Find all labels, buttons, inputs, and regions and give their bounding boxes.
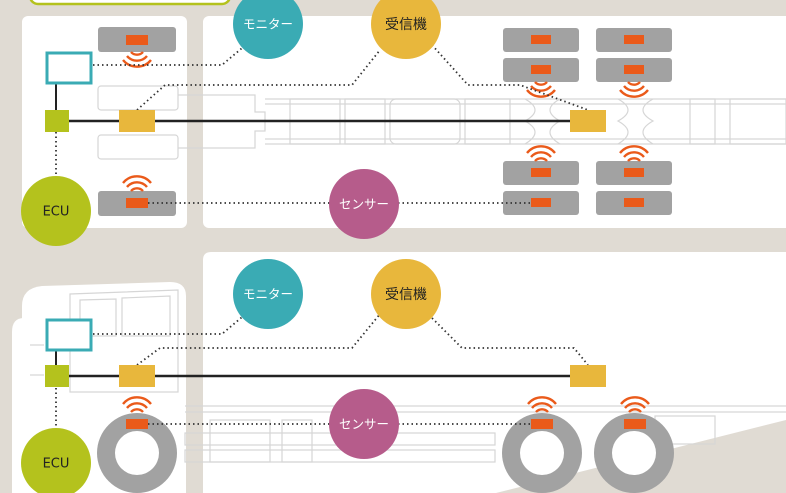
bottom-ecu-unit (45, 365, 69, 387)
top-monitor-bubble: モニター (233, 0, 303, 59)
top-receiver-rear (570, 110, 606, 132)
bottom-sensor-label: センサー (339, 417, 389, 432)
top-ecu-label: ECU (43, 205, 70, 220)
top-receiver-label: 受信機 (385, 17, 427, 33)
top-monitor-label: モニター (243, 17, 293, 32)
bottom-truck-outline (30, 289, 786, 463)
bottom-receiver-bubble: 受信機 (371, 259, 441, 329)
bottom-monitor-bubble: モニター (233, 259, 303, 329)
top-ecu-unit (45, 110, 69, 132)
top-sensor-bubble: センサー (329, 169, 399, 239)
bottom-dotted-links (55, 311, 589, 428)
bottom-ecu-label: ECU (43, 457, 70, 472)
bottom-sensor-bubble: センサー (329, 389, 399, 459)
bottom-receiver-label: 受信機 (385, 287, 427, 303)
bottom-monitor-label: モニター (243, 287, 293, 302)
top-sensor-label: センサー (339, 197, 389, 212)
top-dotted-links (55, 42, 589, 204)
top-green-tab (29, 0, 231, 6)
bottom-diagram: モニター 受信機 センサー ECU (12, 252, 786, 493)
bottom-receiver-rear (570, 365, 606, 387)
top-diagram: モニター 受信機 センサー ECU (21, 0, 786, 246)
bottom-wheels (97, 413, 674, 493)
top-sensor-blocks (126, 35, 644, 208)
top-receiver-front (119, 110, 155, 132)
top-ecu-bubble: ECU (21, 176, 91, 246)
top-receiver-bubble: 受信機 (371, 0, 441, 59)
bottom-ecu-bubble: ECU (21, 428, 91, 493)
top-monitor-box (45, 51, 93, 85)
bottom-monitor-box (45, 318, 93, 352)
bottom-sensor-blocks (126, 419, 646, 429)
bottom-receiver-front (119, 365, 155, 387)
